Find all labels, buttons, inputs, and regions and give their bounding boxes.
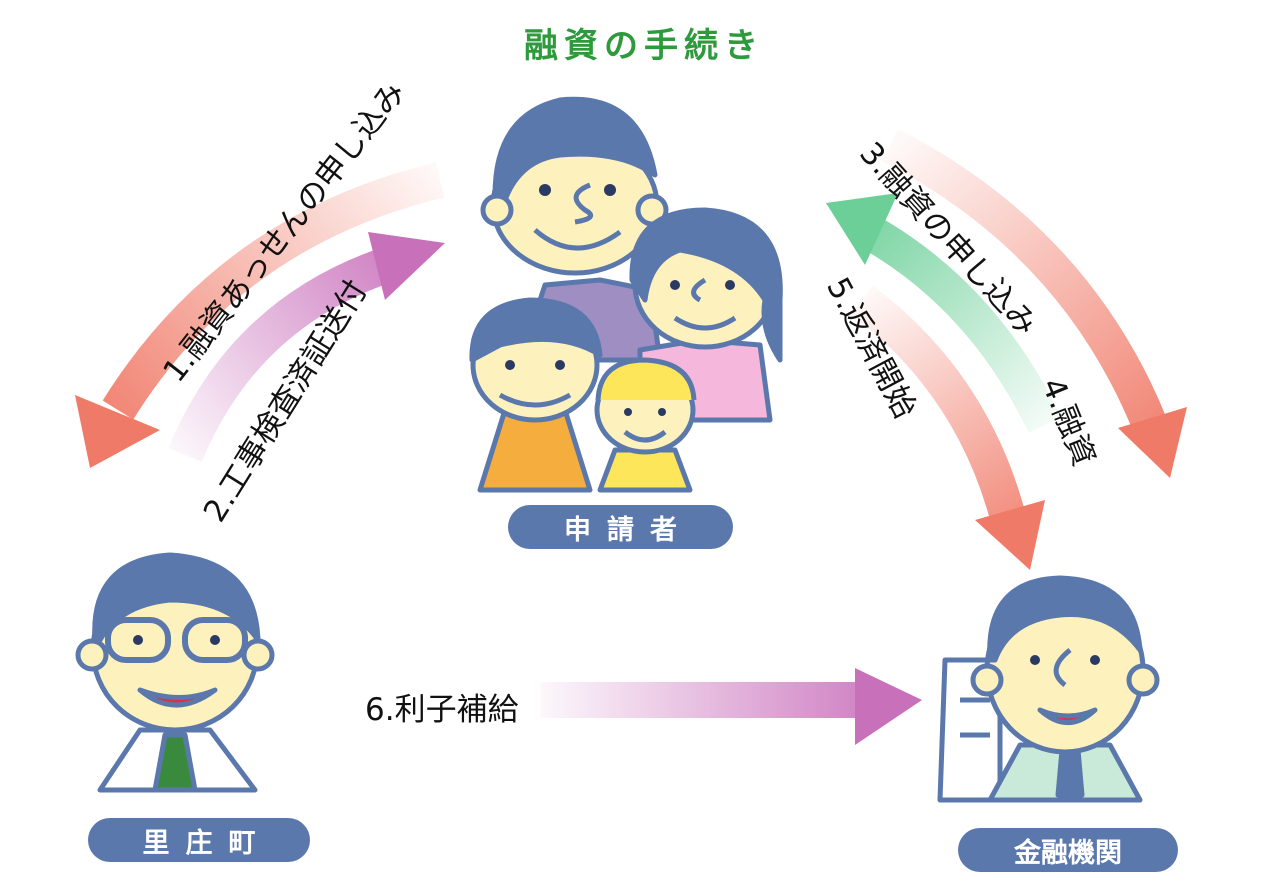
diagram-title: 融資の手続き bbox=[524, 26, 764, 66]
arrow-step-6 bbox=[540, 668, 922, 745]
arrow-step-3 bbox=[881, 128, 1187, 478]
bank-staff-illustration bbox=[937, 575, 1160, 803]
step-6-label: 6.利子補給 bbox=[365, 692, 519, 728]
node-bank: 金融機関 bbox=[958, 828, 1178, 872]
applicant-family-illustration bbox=[469, 96, 783, 493]
node-applicant: 申請者 bbox=[508, 505, 733, 549]
arrow-step-5 bbox=[851, 285, 1045, 570]
town-official-illustration bbox=[75, 552, 275, 793]
node-town: 里庄町 bbox=[88, 818, 310, 862]
arrow-step-2 bbox=[168, 232, 445, 462]
arrow-step-1 bbox=[75, 162, 445, 468]
arrow-step-4 bbox=[826, 193, 1062, 433]
